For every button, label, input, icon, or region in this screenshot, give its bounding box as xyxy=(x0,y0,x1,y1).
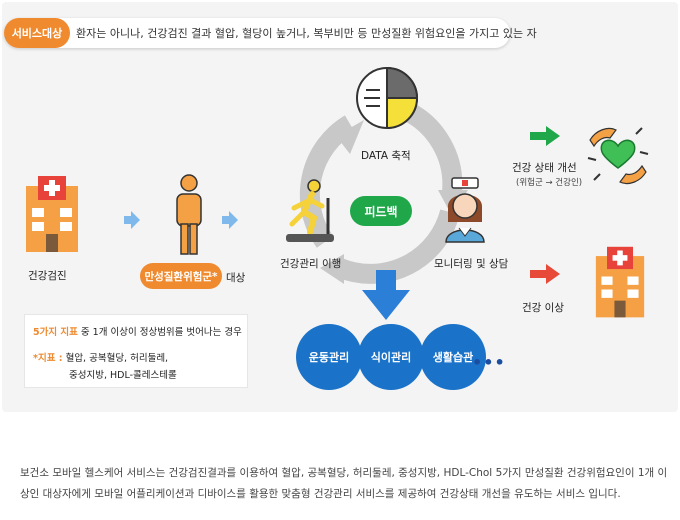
criteria-highlight: 5가지 지표 xyxy=(33,327,78,338)
treadmill-runner-icon xyxy=(286,179,334,242)
improvement-label: 건강 상태 개선 xyxy=(512,162,577,174)
red-arrow-icon xyxy=(530,264,560,284)
heart-hands-icon xyxy=(587,127,649,185)
program-exercise: 운동관리 xyxy=(296,324,362,390)
data-accumulation-label: DATA 축적 xyxy=(361,150,411,162)
hospital-icon xyxy=(595,246,645,318)
hospital-icon xyxy=(26,176,78,252)
service-description: 보건소 모바일 헬스케어 서비스는 건강검진결과를 이용하여 혈압, 공복혈당,… xyxy=(20,467,668,500)
green-arrow-icon xyxy=(530,126,560,146)
program-lifestyle: 생활습관 xyxy=(420,324,486,390)
target-bar xyxy=(4,18,510,48)
arrow-right-icon xyxy=(124,211,140,229)
feedback-pill: 피드백 xyxy=(350,196,412,226)
exercise-label: 건강관리 이행 xyxy=(280,258,342,270)
target-tag: 서비스대상 xyxy=(4,18,70,48)
checkup-label: 건강검진 xyxy=(28,270,67,282)
abnormal-label: 건강 이상 xyxy=(522,302,564,314)
target-label: 대상 xyxy=(226,272,246,284)
indicator-line-2: 중성지방, HDL-콜레스테롤 xyxy=(69,370,177,381)
improvement-sublabel: (위험군 → 건강인) xyxy=(516,178,583,188)
indicator-prefix: *지표 : xyxy=(33,353,63,364)
more-indicator: ••• xyxy=(472,353,506,372)
target-description: 환자는 아니나, 건강검진 결과 혈압, 혈당이 높거나, 복부비만 등 만성질… xyxy=(76,27,537,40)
chronic-risk-pill: 만성질환위험군* xyxy=(140,263,222,289)
indicator-text-1: 혈압, 공복혈당, 허리둘레, xyxy=(62,353,169,364)
indicator-line-1: *지표 : 혈압, 공복혈당, 허리둘레, xyxy=(33,350,168,364)
criteria-line: 5가지 지표 중 1개 이상이 정상범위를 벗어나는 경우 xyxy=(33,324,242,338)
data-chart-icon xyxy=(356,66,419,130)
monitoring-label: 모니터링 및 상담 xyxy=(434,258,509,270)
nurse-icon xyxy=(445,177,485,243)
program-diet: 식이관리 xyxy=(358,324,424,390)
criteria-text: 중 1개 이상이 정상범위를 벗어나는 경우 xyxy=(77,327,242,338)
person-icon xyxy=(176,174,202,255)
arrow-right-icon xyxy=(222,211,238,229)
criteria-box: 5가지 지표 중 1개 이상이 정상범위를 벗어나는 경우 *지표 : 혈압, … xyxy=(24,314,248,388)
arrow-down-icon xyxy=(362,270,410,320)
